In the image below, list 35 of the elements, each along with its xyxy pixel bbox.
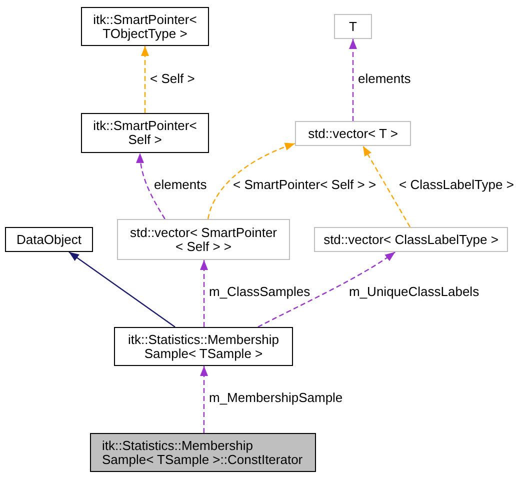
class-box — [81, 113, 209, 153]
dashed-arrow — [258, 252, 396, 328]
class-name: DataObject — [15, 232, 83, 246]
edge-label: m_MembershipSample — [208, 391, 344, 405]
class-name: std::vector< T > — [307, 126, 399, 140]
edge-label: elements — [153, 178, 208, 192]
class-name: itk::SmartPointer< Self > — [92, 119, 198, 147]
edge-label: m_UniqueClassLabels — [348, 285, 480, 299]
class-box — [314, 227, 508, 252]
edge-label: < ClassLabelType > — [398, 178, 515, 192]
class-box — [90, 433, 316, 472]
edge-label: < SmartPointer< Self > > — [232, 178, 378, 192]
edge-label: m_ClassSamples — [208, 285, 312, 299]
class-box — [117, 219, 290, 260]
class-name: itk::SmartPointer< TObjectType > — [92, 12, 198, 40]
arrow — [68, 252, 176, 328]
class-box — [81, 7, 209, 46]
dashed-arrow — [200, 260, 208, 327]
class-name: itk::Statistics::Membership Sample< TSample >::ConstIterator — [102, 438, 304, 466]
class-box — [114, 327, 293, 366]
class-name: itk::Statistics::Membership Sample< TSample > — [127, 332, 280, 360]
class-name: T — [348, 20, 358, 34]
edge-label: < Self > — [149, 72, 196, 86]
dashed-arrow — [362, 146, 411, 228]
dashed-arrow — [207, 142, 296, 220]
dashed-arrow — [349, 39, 357, 121]
class-box — [5, 227, 93, 252]
class-box — [295, 121, 411, 146]
dashed-arrow — [136, 152, 166, 220]
edge-label: elements — [357, 72, 412, 86]
dashed-arrow — [200, 366, 208, 433]
dashed-arrow — [141, 46, 149, 113]
class-name: std::vector< ClassLabelType > — [322, 232, 500, 246]
class-box — [334, 14, 372, 39]
class-name: std::vector< SmartPointer < Self > > — [128, 226, 278, 254]
